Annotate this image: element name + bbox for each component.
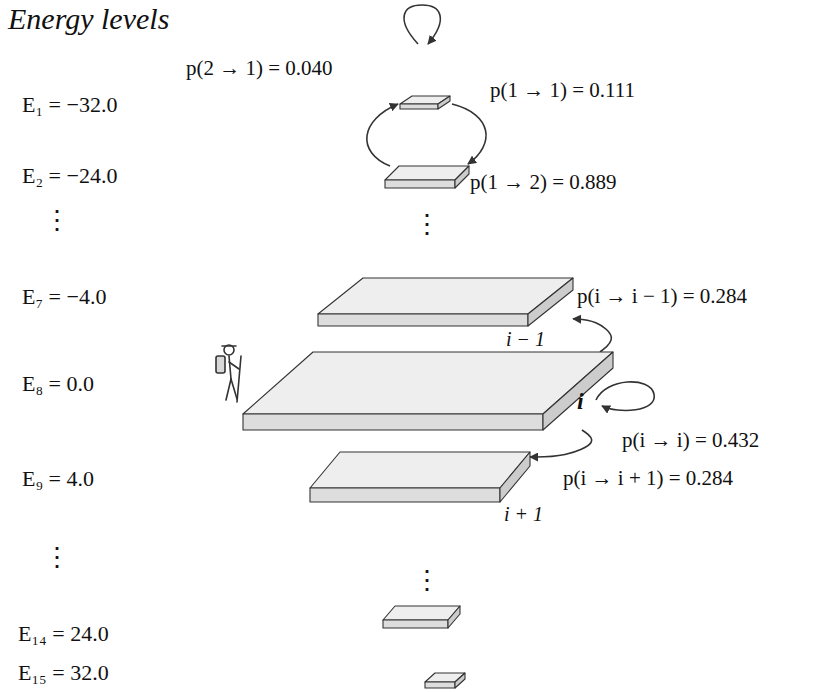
level-label: E₇ = −4.0: [22, 284, 106, 309]
hiker-backpack: [216, 356, 225, 373]
slab-shape: [310, 452, 530, 502]
level-label: E₁₄ = 24.0: [18, 621, 109, 646]
slab-front: [425, 682, 455, 688]
slab-level-1: [400, 96, 450, 109]
slab-front: [385, 180, 455, 188]
hiker-leg: [226, 379, 231, 400]
transition-probability: p(i → i − 1) = 0.284: [577, 284, 747, 308]
hiker-arm: [229, 362, 239, 369]
hiker-leg: [231, 379, 237, 399]
self-loop-arrow: [596, 382, 654, 411]
slab-side: [455, 673, 465, 688]
slab-side: [438, 96, 450, 109]
hiker-staff: [237, 356, 241, 402]
level-label: E₂ = −24.0: [22, 163, 117, 188]
transition-arrow: [452, 104, 486, 164]
slab-side: [528, 278, 573, 326]
level-label: ⋮: [414, 566, 440, 596]
level-label: ⋮: [414, 210, 440, 240]
slab-side: [500, 452, 530, 502]
slab-shape: [318, 278, 573, 326]
level-label: p(1 → 1) = 0.111: [490, 78, 635, 102]
slab-shape: [243, 352, 613, 430]
level-index: i − 1: [506, 328, 545, 351]
title: Energy levels: [8, 2, 169, 37]
level-label: ⋮: [44, 543, 70, 573]
slab-level-15: [425, 673, 465, 688]
slab-front: [383, 620, 448, 628]
hiker-hat: [222, 345, 236, 347]
energy-level-slab: i + 1: [310, 452, 530, 502]
energy-level-slab: i: [243, 352, 613, 430]
slab-front: [243, 414, 543, 430]
self-loop-arrow: [404, 5, 440, 44]
energy-level-slab: i − 1: [318, 278, 573, 326]
level-label: p(2 → 1) = 0.040: [186, 56, 333, 80]
slab-top: [383, 606, 460, 620]
slab-side: [543, 352, 613, 430]
hiker-figure: [216, 345, 241, 402]
hiker-body: [229, 356, 231, 379]
slab-front: [400, 104, 438, 109]
level-label: E₈ = 0.0: [22, 371, 94, 396]
transition-arrow: [367, 104, 398, 166]
level-index: i: [577, 388, 584, 416]
transition-arrow: [573, 319, 611, 352]
slab-front: [318, 314, 528, 326]
level-index: i + 1: [504, 503, 543, 526]
level-label: ⋮: [44, 206, 70, 236]
slab-level-2: [385, 166, 469, 188]
level-label: E₁₅ = 32.0: [18, 660, 109, 685]
transition-probability: p(i → i + 1) = 0.284: [563, 466, 733, 490]
slab-top: [310, 452, 530, 488]
slab-level-14: [383, 606, 460, 628]
slab-front: [310, 488, 500, 502]
transition-arrow: [530, 430, 592, 457]
level-label: E₁ = −32.0: [22, 92, 117, 117]
slab-side: [455, 166, 469, 188]
level-label: p(i → i) = 0.432: [622, 428, 759, 452]
level-label: p(1 → 2) = 0.889: [470, 170, 617, 194]
level-label: E₉ = 4.0: [22, 466, 94, 491]
slab-side: [448, 606, 460, 628]
